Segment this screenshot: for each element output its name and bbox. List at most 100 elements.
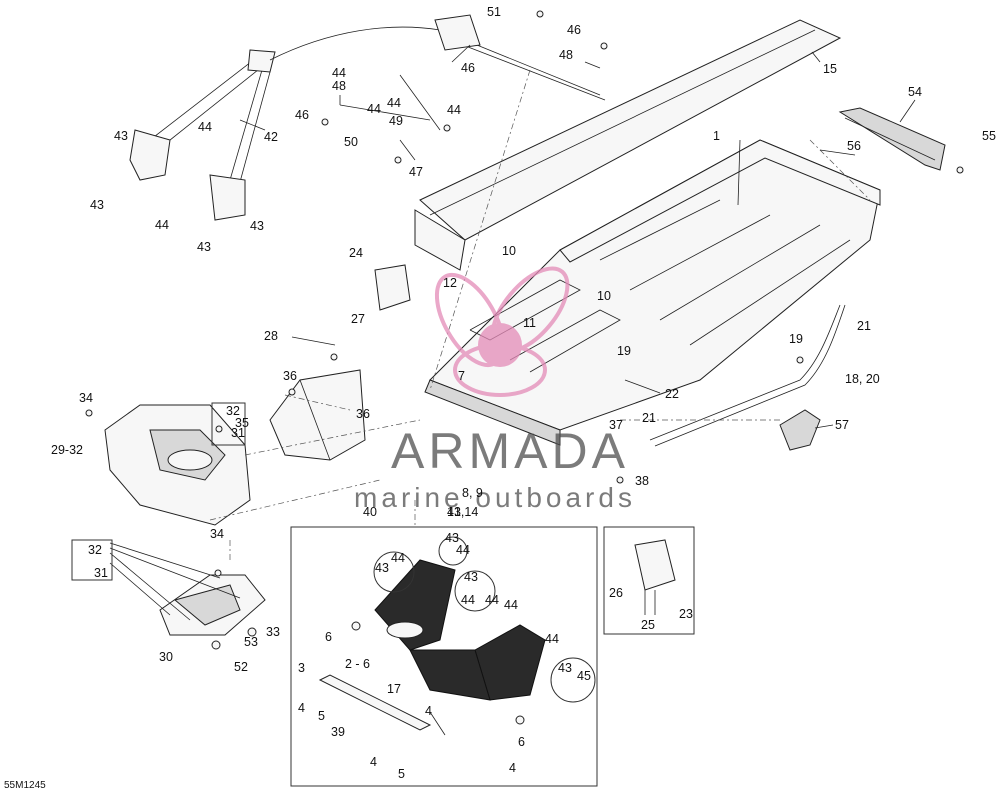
callout-label: 44	[367, 102, 381, 116]
watermark-brand: ARMADA	[391, 423, 629, 479]
lower-detail-box	[290, 526, 598, 787]
callout-label: 6	[325, 630, 332, 644]
callout-label: 43	[250, 219, 264, 233]
callout-label: 44	[461, 593, 475, 607]
callout-label: 33	[266, 625, 280, 639]
callout-label: 23	[679, 607, 693, 621]
heat-exchanger-15	[414, 19, 842, 271]
callout-label: 3	[298, 661, 305, 675]
inset-box-23-25-26	[603, 526, 695, 635]
callout-label: 34	[79, 391, 93, 405]
callout-label: 18, 20	[845, 372, 880, 386]
callout-label: 48	[559, 48, 573, 62]
callout-label: 32	[88, 543, 102, 557]
callout-label: 13,14	[447, 505, 478, 519]
callout-label: 43	[375, 561, 389, 575]
callout-label: 44	[485, 593, 499, 607]
callout-label: 57	[835, 418, 849, 432]
callout-label: 5	[318, 709, 325, 723]
callout-label: 27	[351, 312, 365, 326]
callout-label: 53	[244, 635, 258, 649]
callout-labels: 1 3 4 4 4 4 5 5 6 6 7 8, 9 10 10 11 12 1…	[51, 5, 996, 781]
skid-plate-56	[779, 409, 821, 451]
callout-label: 11	[523, 316, 536, 330]
callout-label: 47	[409, 165, 423, 179]
callout-label: 36	[356, 407, 370, 421]
bracket-24	[374, 264, 411, 311]
callout-label: 10	[502, 244, 516, 258]
front-frame-29-32	[104, 404, 251, 526]
callout-label: 19	[789, 332, 803, 346]
callout-label: 48	[332, 79, 346, 93]
callout-label: 43	[445, 531, 459, 545]
lower-frame-30	[159, 574, 266, 636]
callout-label: 24	[349, 246, 363, 260]
callout-label: 44	[545, 632, 559, 646]
callout-label: 10	[597, 289, 611, 303]
upper-column-45	[434, 14, 606, 101]
callout-leaders	[109, 44, 916, 736]
callout-label: 44	[504, 598, 518, 612]
callout-label: 49	[389, 114, 403, 128]
callout-label: 31	[94, 566, 108, 580]
watermark-tagline: marine outboards	[354, 482, 636, 513]
detail-circles	[71, 402, 596, 703]
callout-label: 22	[665, 387, 679, 401]
callout-label: 6	[518, 735, 525, 749]
callout-label: 51	[487, 5, 501, 19]
propeller-logo	[434, 266, 570, 397]
callout-label: 56	[847, 139, 861, 153]
callout-label: 8, 9	[462, 486, 483, 500]
callout-label: 43	[90, 198, 104, 212]
callout-label: 44	[332, 66, 346, 80]
pyramid-frame-36	[269, 369, 366, 461]
armada-watermark: ARMADA marine outboards	[354, 266, 636, 513]
callout-label: 17	[387, 682, 401, 696]
callout-label: 15	[823, 62, 837, 76]
callout-label: 19	[617, 344, 631, 358]
callout-label: 35	[235, 416, 249, 430]
callout-label: 4	[509, 761, 516, 775]
callout-label: 34	[210, 527, 224, 541]
drawing-code: 55M1245	[4, 780, 46, 791]
callout-label: 44	[155, 218, 169, 232]
callout-label: 44	[456, 543, 470, 557]
callout-label: 5	[398, 767, 405, 781]
fasteners	[85, 10, 964, 725]
callout-label: 7	[458, 369, 465, 383]
callout-label: 12	[443, 276, 457, 290]
callout-label: 32	[226, 404, 240, 418]
callout-label: 52	[234, 660, 248, 674]
callout-label: 54	[908, 85, 922, 99]
callout-label: 42	[264, 130, 278, 144]
callout-label: 44	[447, 103, 461, 117]
callout-label: 1	[713, 129, 720, 143]
callout-label: 39	[331, 725, 345, 739]
callout-label: 41	[447, 505, 461, 519]
bar-18-20	[649, 304, 846, 447]
callout-label: 4	[298, 701, 305, 715]
callout-label: 21	[642, 411, 656, 425]
callout-label: 28	[264, 329, 278, 343]
callout-label: 46	[567, 23, 581, 37]
callout-label: 36	[283, 369, 297, 383]
callout-label: 26	[609, 586, 623, 600]
callout-label: 4	[370, 755, 377, 769]
callout-label: 46	[461, 61, 475, 75]
callout-label: 4	[425, 704, 432, 718]
callout-label: 2 - 6	[345, 657, 370, 671]
callout-label: 44	[198, 120, 212, 134]
rods-48-49	[339, 74, 441, 161]
tunnel-chassis	[424, 139, 881, 446]
callout-label: 21	[857, 319, 871, 333]
callout-label: 44	[387, 96, 401, 110]
callout-label: 45	[577, 669, 591, 683]
callout-label: 43	[114, 129, 128, 143]
callout-label: 31	[231, 426, 245, 440]
callout-label: 43	[197, 240, 211, 254]
callout-label: 25	[641, 618, 655, 632]
callout-label: 46	[295, 108, 309, 122]
callout-label: 50	[344, 135, 358, 149]
callout-label: 43	[464, 570, 478, 584]
